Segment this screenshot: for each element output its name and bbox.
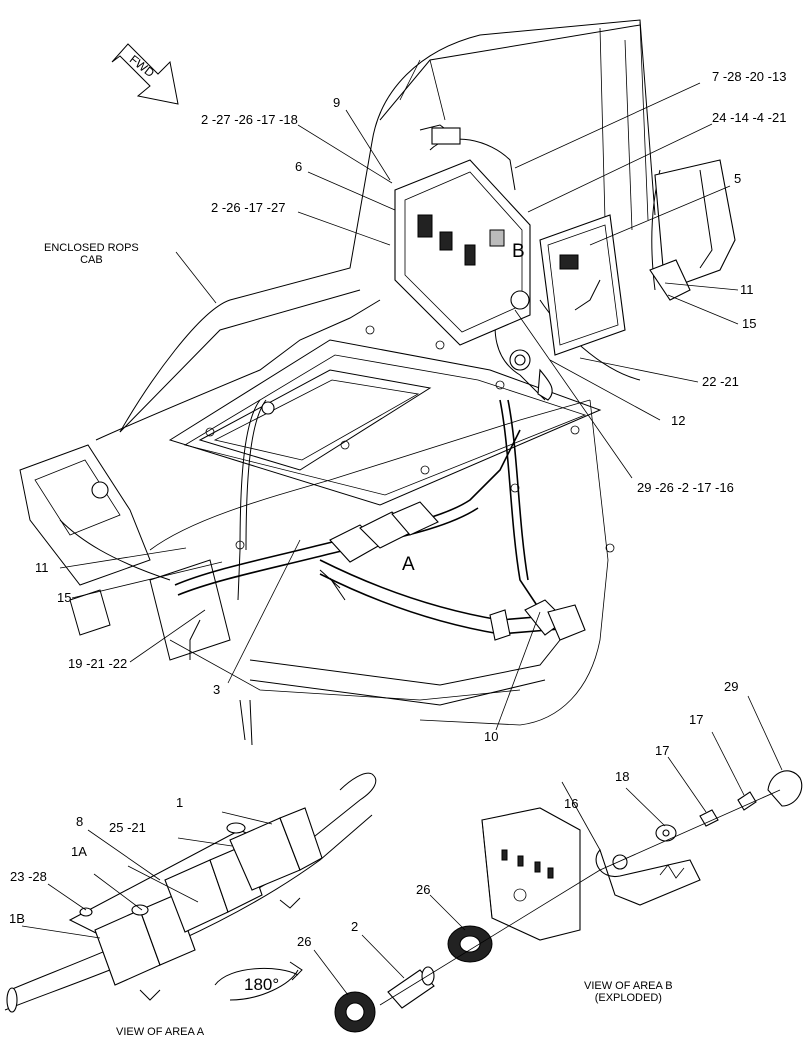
callout-23-28: 23 -28 xyxy=(10,869,47,884)
callout-29-26-2-17-16: 29 -26 -2 -17 -16 xyxy=(637,480,734,495)
callout-17-upper: 17 xyxy=(689,712,704,727)
callout-12: 12 xyxy=(671,413,686,428)
area-a-marker: A xyxy=(402,554,415,575)
callout-17-lower: 17 xyxy=(655,743,670,758)
area-a-detail xyxy=(4,772,377,1013)
callout-15-left: 15 xyxy=(57,590,72,605)
callout-5: 5 xyxy=(734,171,742,186)
callout-29-exploded: 29 xyxy=(724,679,739,694)
callout-2: 2 xyxy=(351,919,359,934)
callout-7-28-20-13: 7 -28 -20 -13 xyxy=(712,69,787,84)
callout-26-lower: 26 xyxy=(297,934,312,949)
callout-9: 9 xyxy=(333,95,341,110)
area-b-caption: VIEW OF AREA B (EXPLODED) xyxy=(584,980,673,1004)
callout-11-left: 11 xyxy=(35,560,49,575)
callout-3: 3 xyxy=(213,682,221,697)
callout-15-right: 15 xyxy=(742,316,757,331)
cab-outline xyxy=(95,19,656,726)
callout-19-21-22: 19 -21 -22 xyxy=(68,656,128,671)
callout-6: 6 xyxy=(295,159,303,174)
control-box-b xyxy=(394,124,736,401)
callout-26-upper: 26 xyxy=(416,882,431,897)
callout-leaders xyxy=(59,82,739,731)
area-b-detail xyxy=(313,695,803,1033)
cab-label: ENCLOSED ROPS CAB xyxy=(44,242,139,266)
callout-10: 10 xyxy=(484,729,499,744)
rotation-label: 180° xyxy=(244,975,280,994)
callout-22-21: 22 -21 xyxy=(702,374,739,389)
callout-1a: 1A xyxy=(71,844,87,859)
callout-25-21: 25 -21 xyxy=(109,820,146,835)
callout-24-14-4-21: 24 -14 -4 -21 xyxy=(712,110,787,125)
callout-11-right: 11 xyxy=(740,282,754,297)
area-a-caption: VIEW OF AREA A xyxy=(116,1026,205,1038)
connector-10 xyxy=(489,599,586,641)
callout-1: 1 xyxy=(176,795,184,810)
left-mount xyxy=(19,444,561,706)
callout-18: 18 xyxy=(615,769,630,784)
area-b-marker: B xyxy=(512,241,525,262)
callout-2-26-17-27: 2 -26 -17 -27 xyxy=(211,200,286,215)
callout-2-27-26-17-18: 2 -27 -26 -17 -18 xyxy=(201,112,298,127)
callout-16: 16 xyxy=(564,796,579,811)
callout-8: 8 xyxy=(76,814,84,829)
fwd-arrow-icon xyxy=(111,43,179,105)
relay-area-a xyxy=(319,501,439,601)
callout-1b: 1B xyxy=(9,911,25,926)
wire-harness xyxy=(174,169,668,746)
